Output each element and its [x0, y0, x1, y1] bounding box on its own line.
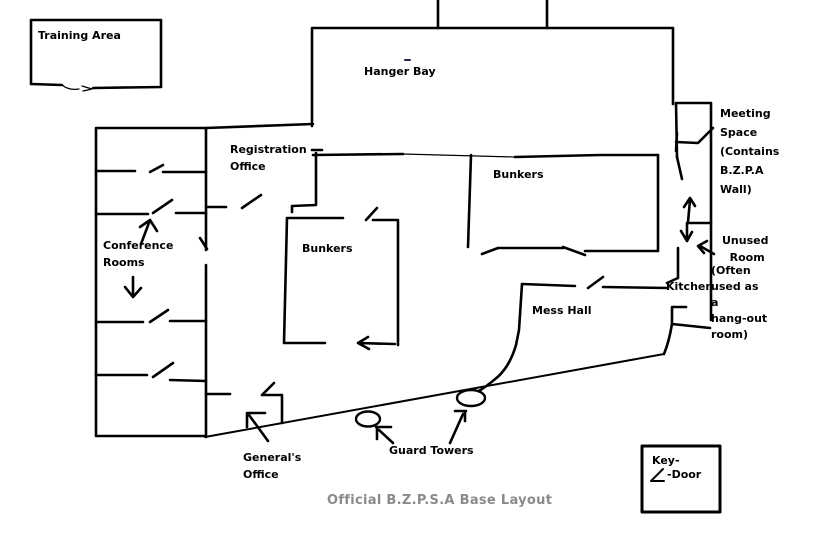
- key-box: [640, 444, 722, 514]
- hanger-bay-walls: [310, 26, 675, 128]
- mess-hall-top-wall: [520, 282, 670, 290]
- hanger-bay-bottom-wall: [311, 152, 660, 159]
- bunkers-right-bottom-wall: [480, 245, 660, 257]
- registration-door-mark: [240, 193, 263, 210]
- generals-office-walls: [204, 381, 284, 425]
- registration-top-wall: [204, 122, 315, 130]
- bunkers-center-top-door: [364, 206, 379, 222]
- guard-tower-arrow-2: [448, 409, 468, 445]
- hanger-bay-label: Hanger Bay: [364, 65, 436, 78]
- kitchen-label: Kitchen: [666, 280, 714, 293]
- key-heading-label: Key-: [652, 454, 680, 467]
- registration-office-label: Registration Office: [230, 143, 307, 173]
- conference-divider-2: [94, 198, 208, 216]
- unused-room-label: Unused Room: [722, 234, 769, 264]
- kitchen-lower-walls: [670, 305, 712, 330]
- unused-down-arrow: [679, 222, 694, 243]
- key-door-label: -Door: [667, 468, 702, 481]
- angle-door-icon: [650, 468, 665, 482]
- training-area-label: Training Area: [38, 29, 121, 42]
- hanger-bay-bottom-thin-wall: [402, 153, 516, 158]
- registration-right-wall: [290, 151, 318, 214]
- mess-hall-left-wall: [477, 282, 524, 393]
- generals-office-label: General's Office: [243, 451, 302, 481]
- bunkers-center-label: Bunkers: [302, 242, 353, 255]
- conference-divider-1: [94, 163, 208, 174]
- guard-tower-ellipse-2: [455, 388, 487, 408]
- guard-towers-label: Guard Towers: [389, 444, 474, 457]
- training-area-door-squiggle: [61, 84, 93, 92]
- kitchen-left-wall: [665, 246, 680, 285]
- conference-divider-3: [94, 308, 208, 324]
- conference-outer-walls: [94, 126, 209, 439]
- bunkers-center-bottom-door-arrow: [356, 335, 397, 351]
- conference-rooms-label: Conference Rooms: [103, 239, 174, 269]
- hanger-bay-runway-lines: [436, 0, 549, 30]
- bunkers-right-label: Bunkers: [493, 168, 544, 181]
- kitchen-curve-wall: [662, 322, 674, 356]
- guard-tower-ellipse-1: [354, 410, 382, 428]
- conference-divider-4: [94, 361, 208, 383]
- meeting-space-door-slant: [675, 155, 684, 181]
- bunkers-right-left-wall: [466, 153, 473, 249]
- meeting-up-arrow: [682, 196, 697, 224]
- meeting-space-pointer-arrow: [674, 126, 715, 153]
- meeting-space-label: Meeting Space (Contains B.Z.P.A Wall): [720, 107, 780, 196]
- page-title: Official B.Z.P.S.A Base Layout: [327, 493, 553, 508]
- conference-down-arrow: [123, 275, 143, 299]
- mess-hall-label: Mess Hall: [532, 304, 592, 317]
- conference-right-door-mark: [198, 236, 209, 251]
- guard-tower-arrow-1: [374, 425, 395, 445]
- unused-room-pointer-arrow: [696, 239, 716, 256]
- unused-room-note-label: (Often used as a hang-out room): [711, 264, 768, 341]
- bunkers-center-walls: [282, 216, 400, 347]
- training-area-walls: [29, 18, 163, 90]
- generals-office-pointer-arrow: [245, 411, 270, 443]
- mess-hall-door-mark: [586, 275, 605, 290]
- conference-up-arrow: [138, 218, 159, 246]
